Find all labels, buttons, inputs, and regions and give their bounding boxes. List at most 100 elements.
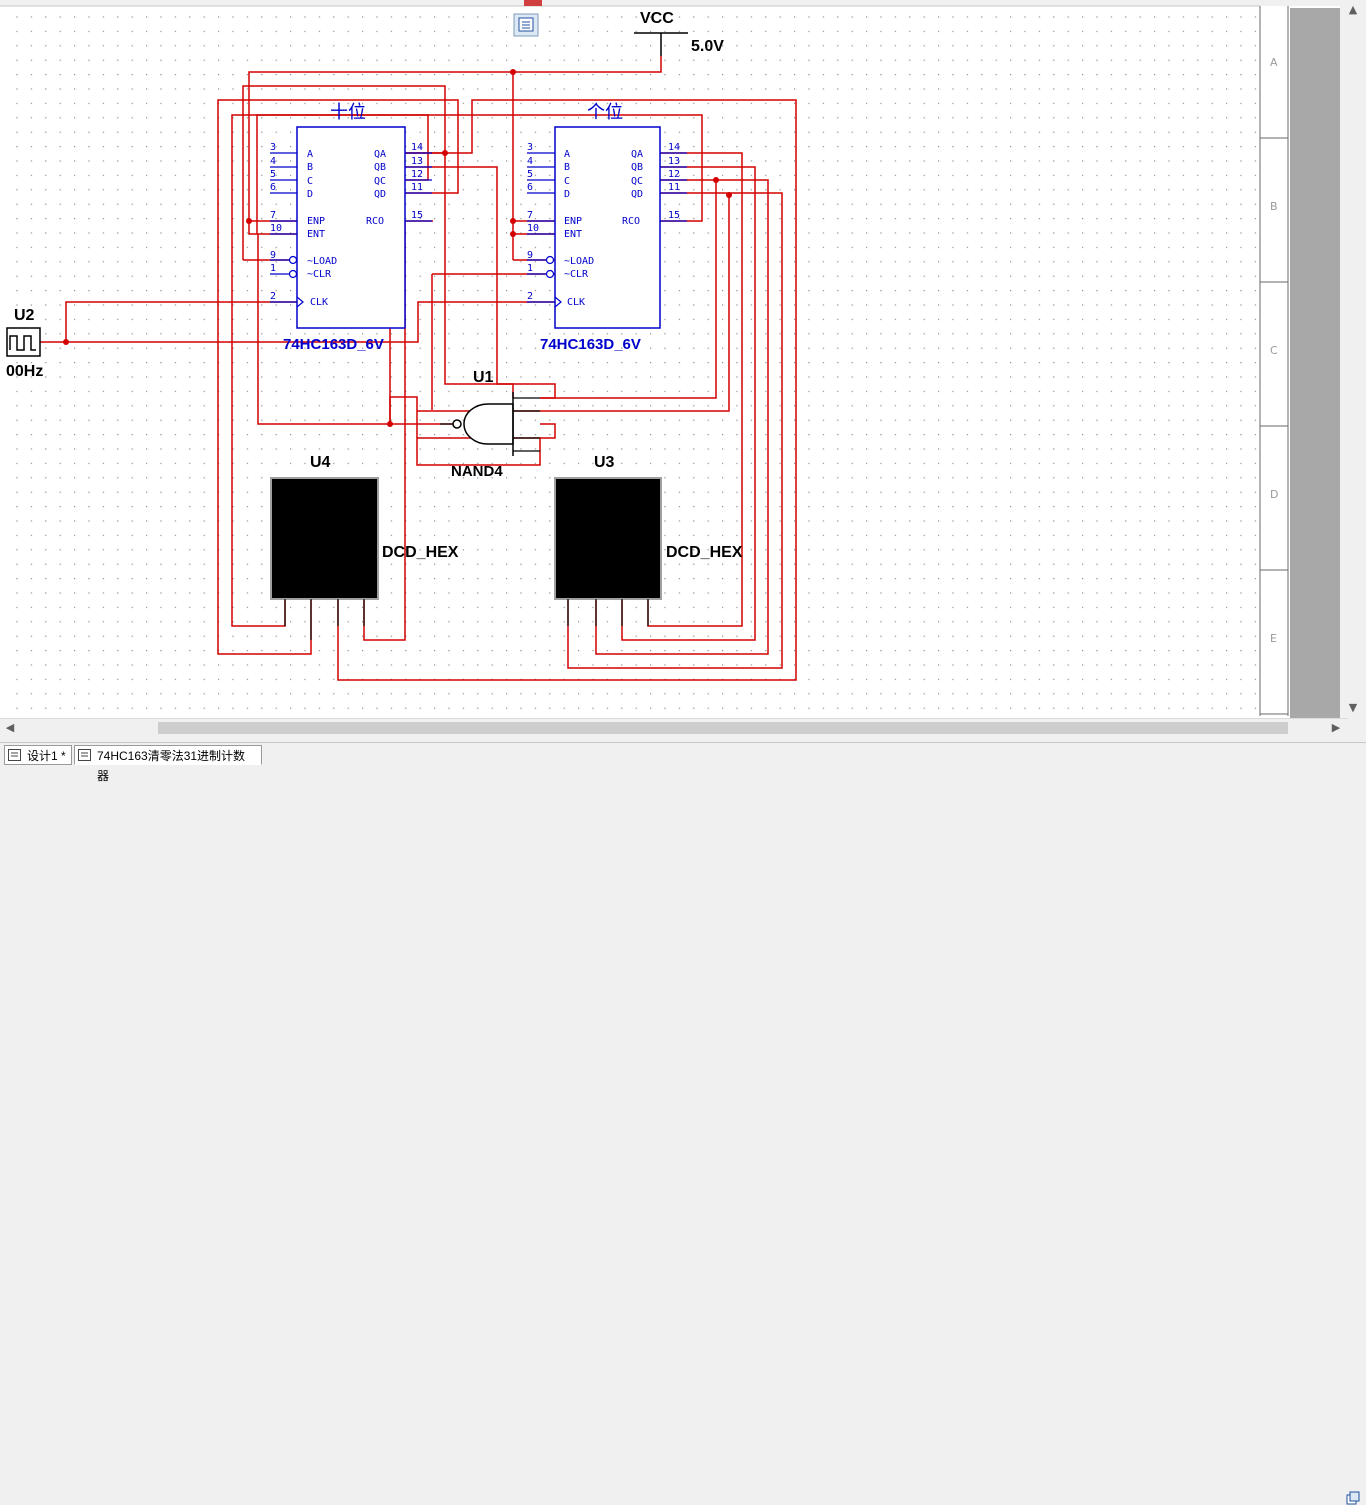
schematic-file-icon	[78, 749, 91, 761]
horizontal-scroll-thumb[interactable]	[158, 722, 1288, 734]
ones-pin-num-load: 9	[527, 250, 533, 261]
border-row-b: B	[1270, 200, 1278, 213]
tens-pin-qc: QC	[374, 176, 386, 187]
counter-tens-title: 十位	[330, 102, 366, 123]
clock-ref: U2	[14, 307, 35, 324]
ones-pin-num-qa: 14	[668, 142, 680, 153]
tab-design1-label: 设计1 *	[27, 749, 66, 763]
tens-pin-d: D	[307, 189, 313, 200]
nand-part: NAND4	[451, 463, 503, 480]
ones-pin-qb: QB	[631, 162, 643, 173]
tens-pin-num-d: 6	[270, 182, 276, 193]
tab-counter-design-label: 74HC163清零法31进制计数器	[97, 749, 246, 783]
ones-pin-clr: ~CLR	[564, 269, 589, 280]
ones-pin-num-qd: 11	[668, 182, 680, 193]
display-tens-part: DCD_HEX	[382, 544, 459, 561]
tens-pin-qb: QB	[374, 162, 386, 173]
nand-ref: U1	[473, 369, 494, 386]
nand-gate[interactable]: U1 NAND4	[440, 369, 540, 480]
scroll-down-icon[interactable]: ▼	[1348, 701, 1358, 714]
tens-pin-num-b: 4	[270, 156, 276, 167]
tab-design1[interactable]: 设计1 *	[4, 745, 72, 765]
counter-tens[interactable]: 十位 74HC163D_6V 3 4 5 6 7 10	[270, 102, 432, 353]
counter-tens-part: 74HC163D_6V	[283, 336, 384, 353]
tens-pin-a: A	[307, 149, 313, 160]
ones-pin-num-rco: 15	[668, 210, 680, 221]
tens-pin-qa: QA	[374, 149, 386, 160]
ones-pin-qc: QC	[631, 176, 643, 187]
ones-pin-clk: CLK	[567, 297, 585, 308]
counter-ones-part: 74HC163D_6V	[540, 336, 641, 353]
ones-pin-load: ~LOAD	[564, 256, 594, 267]
tens-pin-num-ent: 10	[270, 223, 282, 234]
junctions	[63, 69, 732, 427]
scroll-up-icon[interactable]: ▲	[1348, 3, 1358, 16]
tens-pin-enp: ENP	[307, 216, 325, 227]
ones-pin-num-d: 6	[527, 182, 533, 193]
tens-pin-num-qa: 14	[411, 142, 423, 153]
tens-pin-ent: ENT	[307, 229, 325, 240]
ones-pin-num-a: 3	[527, 142, 533, 153]
counter-ones[interactable]: 个位 74HC163D_6V 3 4 5 6 7 10	[527, 102, 687, 353]
border-row-d: D	[1270, 488, 1278, 501]
vertical-scrollbar[interactable]: ▲ ▼	[1340, 0, 1366, 718]
ones-pin-num-clr: 1	[527, 263, 533, 274]
ones-pin-qd: QD	[631, 189, 643, 200]
ones-pin-num-clk: 2	[527, 291, 533, 302]
clock-source[interactable]: U2 00Hz	[6, 307, 43, 380]
ones-pin-a: A	[564, 149, 570, 160]
tens-pin-b: B	[307, 162, 313, 173]
ones-pin-num-qb: 13	[668, 156, 680, 167]
ones-pin-num-qc: 12	[668, 169, 680, 180]
annotation-icon[interactable]	[513, 13, 539, 37]
vcc-label: VCC	[640, 10, 674, 27]
counter-ones-title: 个位	[587, 102, 623, 123]
vcc-source[interactable]: VCC 5.0V	[634, 10, 724, 56]
scroll-left-icon[interactable]: ◀	[5, 721, 15, 734]
schematic-file-icon	[8, 749, 21, 761]
display-ones-part: DCD_HEX	[666, 544, 743, 561]
ones-pin-qa: QA	[631, 149, 643, 160]
tens-pin-num-qc: 12	[411, 169, 423, 180]
workspace-edge	[1290, 8, 1340, 718]
display-tens-ref: U4	[310, 454, 331, 471]
schematic-canvas[interactable]: A B C D E VCC 5.0V	[0, 0, 1366, 768]
border-row-e: E	[1270, 632, 1277, 645]
tens-pin-rco: RCO	[366, 216, 384, 227]
ones-pin-rco: RCO	[622, 216, 640, 227]
tens-pin-num-a: 3	[270, 142, 276, 153]
scroll-right-icon[interactable]: ▶	[1331, 721, 1341, 734]
hex-display-tens[interactable]: U4 DCD_HEX	[270, 454, 459, 640]
ones-pin-ent: ENT	[564, 229, 582, 240]
design-tab-bar: 设计1 * 74HC163清零法31进制计数器	[0, 742, 1366, 1505]
tens-pin-num-qd: 11	[411, 182, 423, 193]
tab-counter-design[interactable]: 74HC163清零法31进制计数器	[74, 745, 262, 783]
tens-pin-num-load: 9	[270, 250, 276, 261]
window-restore-icon[interactable]	[1346, 1491, 1360, 1505]
tens-pin-num-rco: 15	[411, 210, 423, 221]
tens-pin-qd: QD	[374, 189, 386, 200]
ones-pin-num-ent: 10	[527, 223, 539, 234]
tens-pin-num-enp: 7	[270, 210, 276, 221]
border-row-a: A	[1270, 56, 1278, 69]
tens-pin-num-c: 5	[270, 169, 276, 180]
display-ones-ref: U3	[594, 454, 615, 471]
tens-pin-num-clr: 1	[270, 263, 276, 274]
ones-pin-d: D	[564, 189, 570, 200]
ones-pin-num-b: 4	[527, 156, 533, 167]
ones-pin-num-enp: 7	[527, 210, 533, 221]
tens-pin-load: ~LOAD	[307, 256, 337, 267]
hex-display-ones[interactable]: U3 DCD_HEX	[554, 454, 743, 626]
ones-pin-b: B	[564, 162, 570, 173]
tens-pin-c: C	[307, 176, 313, 187]
tens-pin-num-clk: 2	[270, 291, 276, 302]
tens-pin-clr: ~CLR	[307, 269, 332, 280]
vcc-value: 5.0V	[691, 38, 724, 55]
tens-pin-clk: CLK	[310, 297, 328, 308]
sheet-border: A B C D E	[1259, 6, 1289, 716]
tens-pin-num-qb: 13	[411, 156, 423, 167]
ones-pin-num-c: 5	[527, 169, 533, 180]
horizontal-scrollbar[interactable]: ◀ ▶	[0, 718, 1348, 737]
clock-freq: 00Hz	[6, 363, 43, 380]
border-row-c: C	[1270, 344, 1278, 357]
